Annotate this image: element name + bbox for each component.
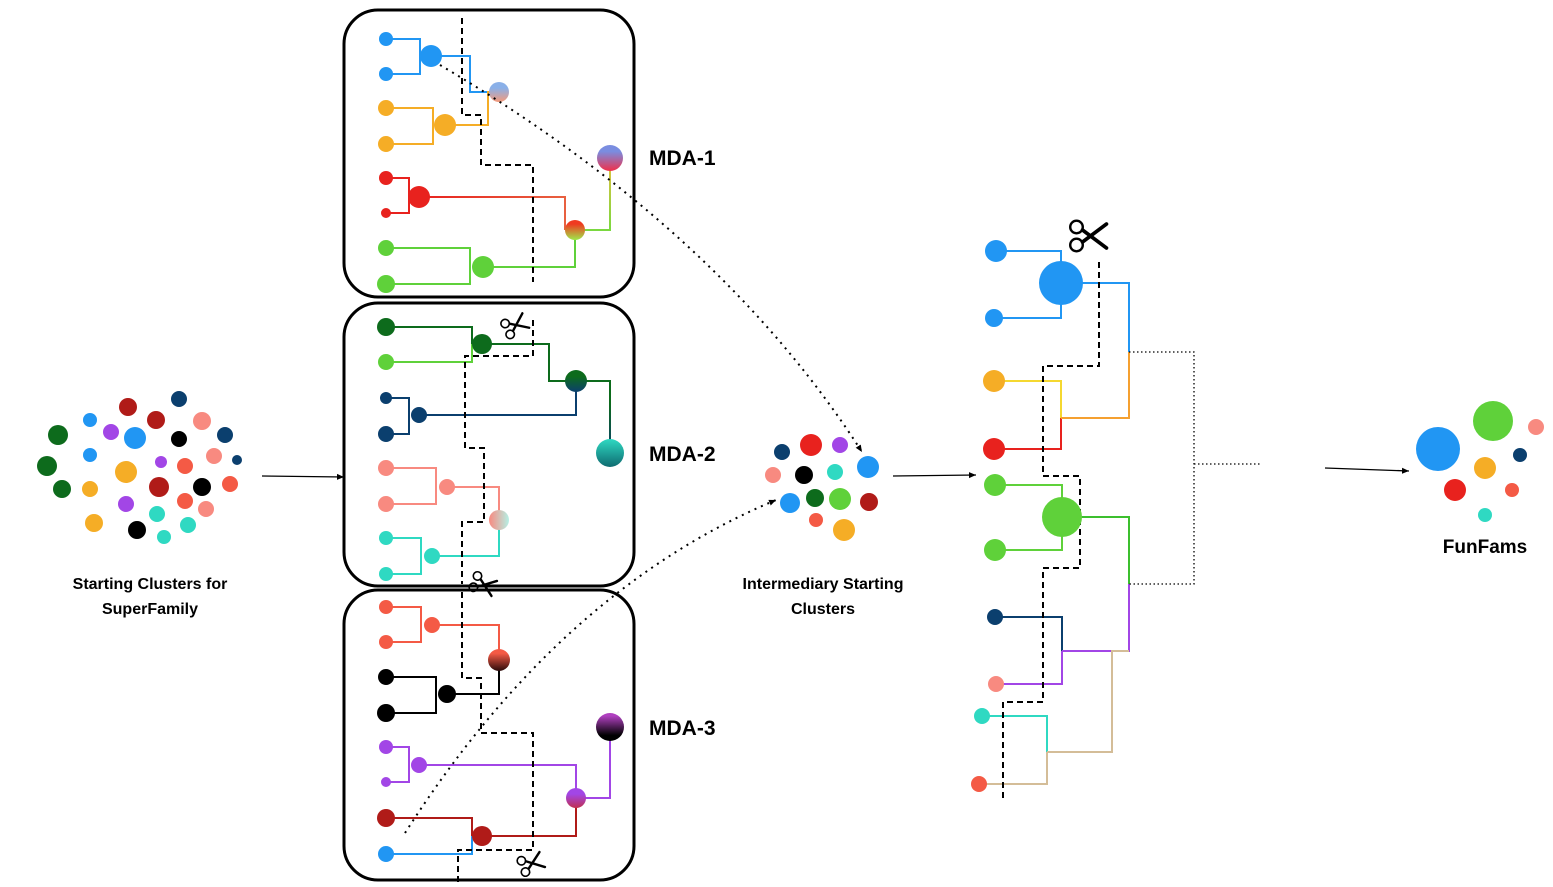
cluster-dot-icon	[827, 464, 843, 480]
cluster-dot-icon	[795, 466, 813, 484]
cluster-dot-icon	[193, 478, 211, 496]
scissors-icon	[498, 310, 532, 342]
dotted-arrow-icon	[439, 64, 863, 453]
starting-clusters-label-line2: SuperFamily	[102, 601, 198, 618]
mda-3-nodes	[377, 600, 624, 862]
cluster-dot-icon	[193, 412, 211, 430]
scissors-icon	[466, 569, 499, 600]
cluster-dot-icon	[171, 391, 187, 407]
cluster-dot-icon	[180, 517, 196, 533]
mda-2-label: MDA-2	[649, 443, 716, 466]
dotted-arrow-icon	[404, 499, 777, 834]
intermediary-label-line2: Clusters	[791, 601, 855, 618]
cluster-dot-icon	[832, 437, 848, 453]
cluster-dot-icon	[206, 448, 222, 464]
final-tree	[979, 250, 1262, 800]
final-tree-nodes	[971, 240, 1083, 792]
mda-1-tree	[386, 18, 611, 285]
cluster-dot-icon	[1416, 427, 1460, 471]
cluster-dot-icon	[857, 456, 879, 478]
mda-2-nodes	[377, 318, 624, 581]
mda-3-label: MDA-3	[649, 717, 716, 740]
cluster-dot-icon	[128, 521, 146, 539]
cluster-dot-icon	[147, 411, 165, 429]
cluster-dot-icon	[1444, 479, 1466, 501]
cluster-dot-icon	[85, 514, 103, 532]
cluster-dot-icon	[800, 434, 822, 456]
cluster-dot-icon	[83, 413, 97, 427]
arrow-icon	[261, 473, 345, 480]
cluster-dot-icon	[1474, 457, 1496, 479]
cluster-dot-icon	[155, 456, 167, 468]
cluster-dot-icon	[177, 458, 193, 474]
cluster-dot-icon	[177, 493, 193, 509]
cluster-dot-icon	[232, 455, 242, 465]
scissors-icon	[514, 848, 547, 879]
cluster-dot-icon	[48, 425, 68, 445]
cluster-dot-icon	[1528, 419, 1544, 435]
cluster-dot-icon	[860, 493, 878, 511]
mda-3-tree	[386, 592, 611, 884]
cluster-dot-icon	[809, 513, 823, 527]
cluster-dot-icon	[806, 489, 824, 507]
cluster-dot-icon	[115, 461, 137, 483]
cluster-dot-icon	[124, 427, 146, 449]
mda-2-tree	[386, 320, 611, 584]
cluster-dot-icon	[1505, 483, 1519, 497]
cluster-dot-icon	[82, 481, 98, 497]
cluster-dot-icon	[829, 488, 851, 510]
cluster-dot-icon	[1513, 448, 1527, 462]
arrow-icon	[892, 472, 977, 479]
funfams-clusters	[1416, 401, 1544, 522]
intermediary-clusters	[765, 434, 879, 541]
cluster-dot-icon	[1473, 401, 1513, 441]
cluster-dot-icon	[833, 519, 855, 541]
cluster-dot-icon	[780, 493, 800, 513]
mda-2-box	[342, 301, 636, 588]
cluster-dot-icon	[774, 444, 790, 460]
cluster-dot-icon	[765, 467, 781, 483]
cluster-dot-icon	[53, 480, 71, 498]
cluster-dot-icon	[222, 476, 238, 492]
cluster-dot-icon	[149, 506, 165, 522]
cluster-dot-icon	[217, 427, 233, 443]
starting-clusters-label-line1: Starting Clusters for	[73, 576, 228, 593]
cluster-dot-icon	[118, 496, 134, 512]
arrow-icon	[1324, 467, 1410, 474]
cluster-dot-icon	[149, 477, 169, 497]
cluster-dot-icon	[198, 501, 214, 517]
cluster-dot-icon	[1478, 508, 1492, 522]
mda-1-nodes	[377, 32, 623, 293]
cluster-dot-icon	[157, 530, 171, 544]
starting-clusters	[37, 391, 242, 544]
funfams-label: FunFams	[1443, 537, 1527, 558]
cluster-dot-icon	[83, 448, 97, 462]
cluster-dot-icon	[103, 424, 119, 440]
intermediary-label-line1: Intermediary Starting	[743, 576, 904, 593]
cluster-dot-icon	[37, 456, 57, 476]
scissors-icon	[1068, 218, 1109, 254]
cluster-dot-icon	[119, 398, 137, 416]
mda-1-box	[342, 8, 636, 299]
mda-1-label: MDA-1	[649, 147, 716, 170]
cluster-dot-icon	[171, 431, 187, 447]
